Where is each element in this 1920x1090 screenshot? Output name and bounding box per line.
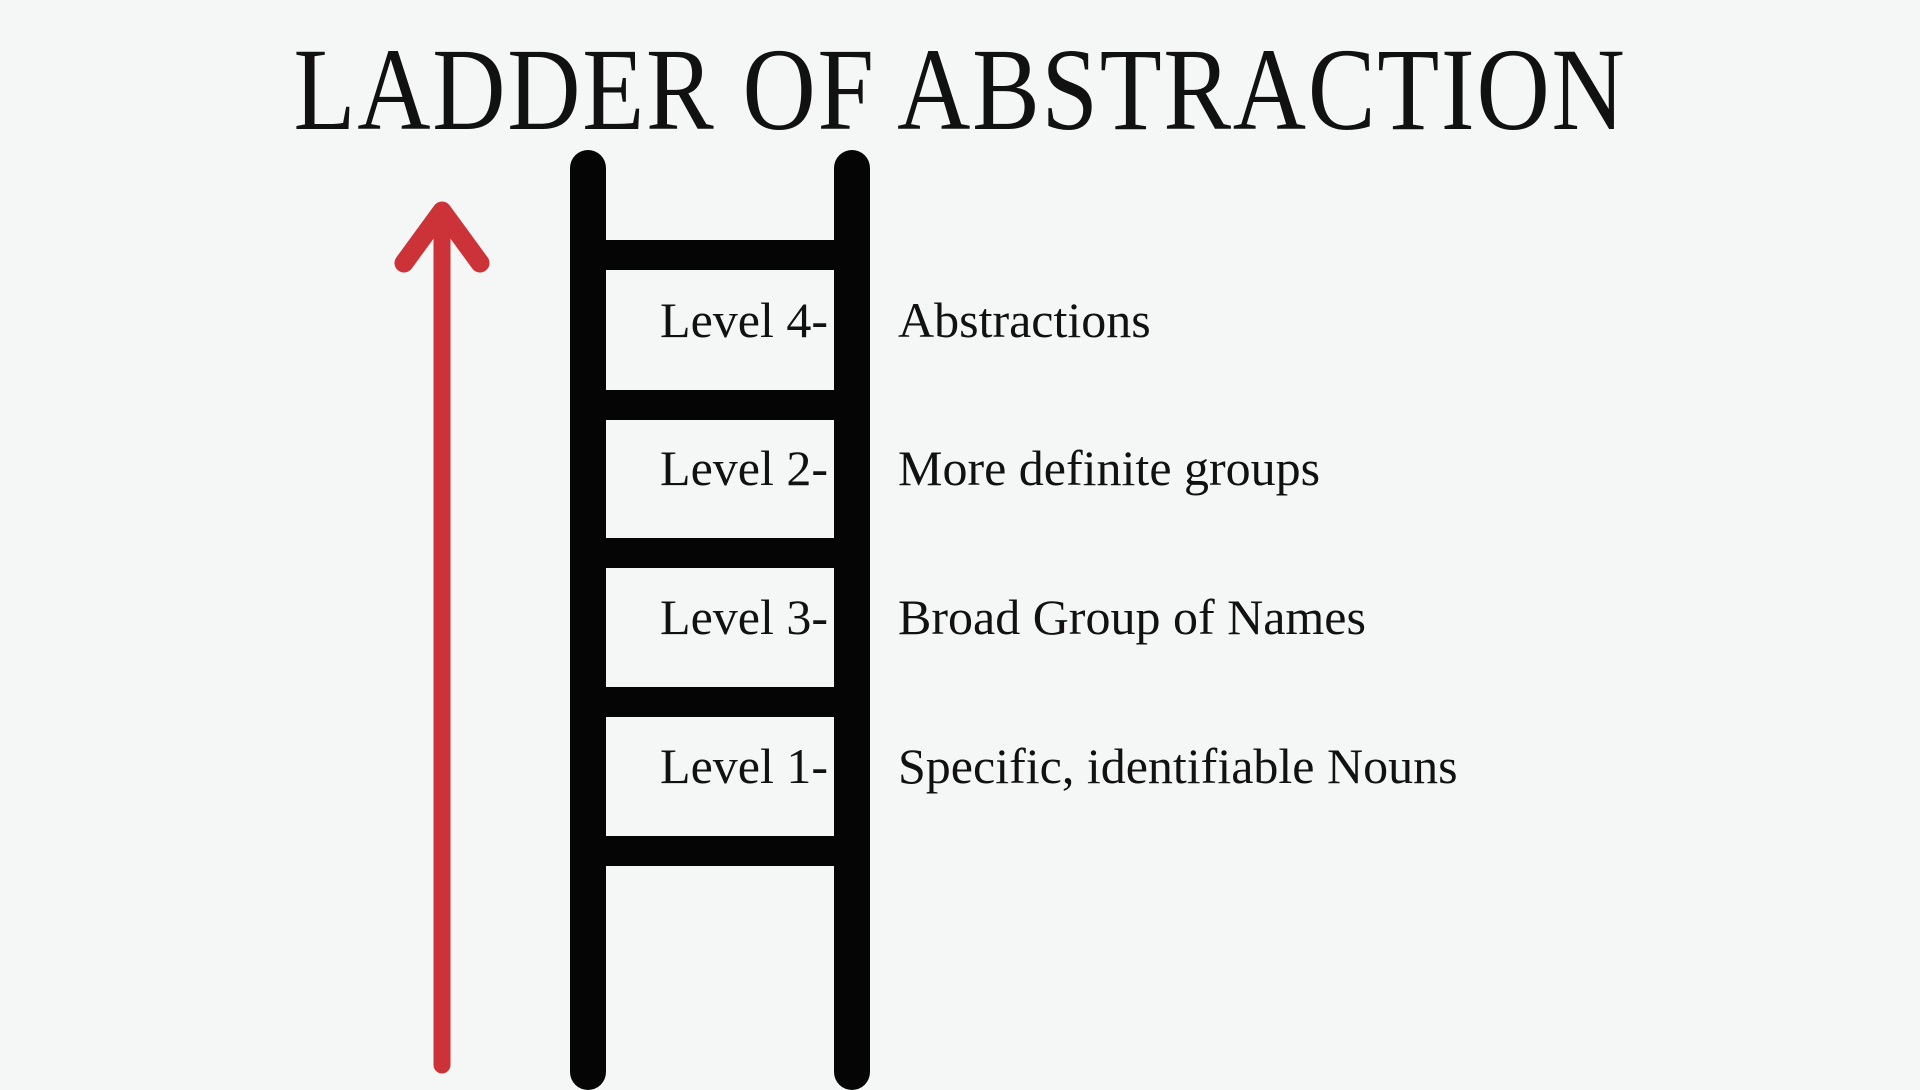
ladder-graphic [570, 150, 870, 1090]
ladder-row: Level 1- Specific, identifiable Nouns [570, 691, 1910, 841]
level-label: Level 2- [660, 440, 828, 496]
ladder-rung-3 [588, 538, 852, 568]
ladder-rail-right [834, 150, 870, 1090]
level-description: Specific, identifiable Nouns [898, 738, 1458, 794]
ladder-rung-4 [588, 687, 852, 717]
level-label: Level 3- [660, 589, 828, 645]
upward-arrow [390, 185, 520, 1085]
ladder-row: Level 4- Abstractions [570, 245, 1910, 395]
ladder-row: Level 3- Broad Group of Names [570, 542, 1910, 692]
ladder-rung-5 [588, 836, 852, 866]
level-label: Level 4- [660, 292, 828, 348]
page-title: LADDER OF ABSTRACTION [293, 24, 1627, 155]
level-description: More definite groups [898, 440, 1321, 496]
level-description: Broad Group of Names [898, 589, 1366, 645]
level-description: Abstractions [898, 292, 1151, 348]
ladder-rung-2 [588, 390, 852, 420]
level-label: Level 1- [660, 738, 828, 794]
ladder-row: Level 2- More definite groups [570, 393, 1910, 543]
ladder-rung-1 [588, 240, 852, 270]
ladder-rail-left [570, 150, 606, 1090]
upward-arrow-icon [394, 201, 490, 1074]
